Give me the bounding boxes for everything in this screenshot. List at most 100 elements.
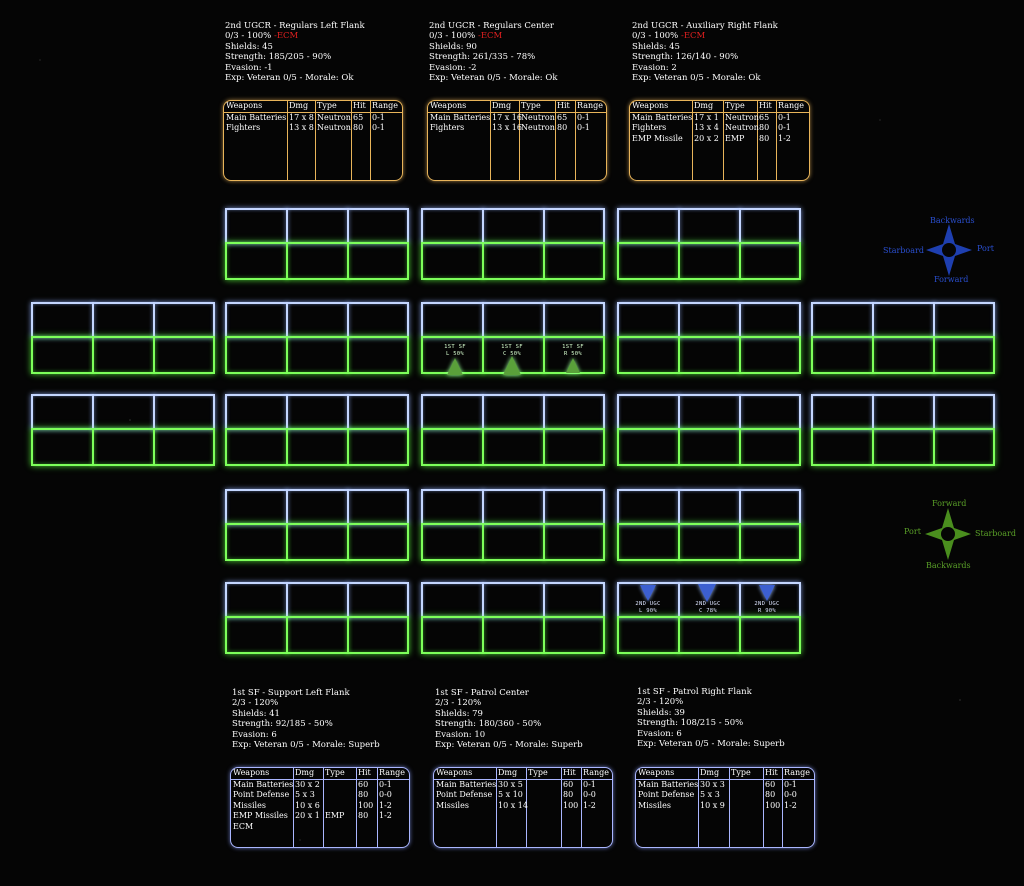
battle-zone[interactable] [31, 394, 215, 466]
battle-zone[interactable] [811, 302, 995, 374]
battle-zone[interactable] [421, 394, 605, 466]
unit-2nd-ugc-right[interactable]: 2ND UGC R 90% [739, 601, 795, 615]
zone-hull-row[interactable] [31, 336, 215, 374]
battle-zone[interactable] [421, 582, 605, 654]
battle-zone[interactable] [225, 208, 409, 280]
fleet-supply: 2/3 - 120% [232, 698, 279, 709]
zone-hull-row[interactable] [225, 336, 409, 374]
table-cell: 10 x 9 [700, 800, 725, 810]
unit-1st-sf-left[interactable]: 1ST SF L 50% [427, 344, 483, 358]
battle-zone[interactable] [225, 489, 409, 561]
battle-zone[interactable] [421, 489, 605, 561]
battle-zone[interactable] [811, 394, 995, 466]
zone-cell-divider [739, 582, 741, 618]
zone-shield-row[interactable] [617, 302, 801, 338]
zone-shield-row[interactable] [617, 489, 801, 525]
unit-2nd-ugc-left[interactable]: 2ND UGC L 90% [620, 601, 676, 615]
battle-zone[interactable] [225, 394, 409, 466]
unit-1st-sf-center[interactable]: 1ST SF C 50% [484, 344, 540, 358]
table-cell: ECM [233, 821, 254, 831]
zone-hull-row[interactable] [421, 523, 605, 561]
table-cell: Neutron [317, 123, 351, 133]
compass-top-label: Backwards [930, 216, 975, 225]
zone-hull-row[interactable] [617, 523, 801, 561]
ship-triangle-icon[interactable] [759, 585, 775, 601]
zone-hull-row[interactable] [421, 242, 605, 280]
zone-cell-divider [286, 208, 288, 244]
zone-cell-divider [739, 302, 741, 338]
compass-bottom-label: Backwards [926, 561, 971, 570]
table-cell: 30 x 5 [498, 780, 523, 789]
zone-shield-row[interactable] [421, 489, 605, 525]
ship-triangle-icon[interactable] [698, 584, 716, 602]
zone-hull-row[interactable] [421, 616, 605, 654]
zone-hull-row[interactable] [225, 616, 409, 654]
zone-cell-divider [872, 336, 874, 374]
fleet-exp: Exp: Veteran 0/5 - Morale: Ok [225, 73, 354, 84]
zone-shield-row[interactable] [225, 582, 409, 618]
zone-hull-row[interactable] [811, 428, 995, 466]
zone-cell-divider [678, 302, 680, 338]
ship-triangle-icon[interactable] [566, 358, 580, 373]
zone-shield-row[interactable] [31, 394, 215, 430]
zone-shield-row[interactable] [225, 489, 409, 525]
zone-shield-row[interactable] [811, 302, 995, 338]
zone-shield-row[interactable] [421, 394, 605, 430]
zone-cell-divider [482, 489, 484, 525]
zone-shield-row[interactable] [421, 302, 605, 338]
zone-hull-row[interactable] [225, 428, 409, 466]
zone-cell-divider [153, 336, 155, 374]
zone-hull-row[interactable] [225, 242, 409, 280]
column-header: Range [784, 768, 810, 777]
battle-zone[interactable] [31, 302, 215, 374]
battle-zone[interactable] [617, 302, 801, 374]
zone-shield-row[interactable] [811, 394, 995, 430]
battle-zone[interactable] [225, 582, 409, 654]
zone-cell-divider [286, 616, 288, 654]
zone-hull-row[interactable] [617, 336, 801, 374]
zone-hull-row[interactable] [617, 616, 801, 654]
zone-cell-divider [678, 394, 680, 430]
column-divider [287, 101, 288, 180]
battle-zone[interactable] [617, 208, 801, 280]
zone-shield-row[interactable] [225, 208, 409, 244]
zone-hull-row[interactable] [31, 428, 215, 466]
fleet-evasion: Evasion: 10 [435, 729, 486, 740]
friendly-fleet-info-left: 1st SF - Support Left Flank 2/3 - 120% S… [232, 688, 380, 750]
zone-hull-row[interactable] [421, 428, 605, 466]
zone-cell-divider [739, 208, 741, 244]
zone-shield-row[interactable] [617, 394, 801, 430]
zone-hull-row[interactable] [617, 428, 801, 466]
column-divider [698, 768, 699, 847]
fleet-supply: 0/3 - 100% -ECM [429, 31, 503, 42]
zone-shield-row[interactable] [421, 208, 605, 244]
table-cell: 80 [759, 133, 770, 143]
zone-shield-row[interactable] [617, 208, 801, 244]
unit-1st-sf-right[interactable]: 1ST SF R 50% [545, 344, 601, 358]
battle-zone[interactable] [421, 208, 605, 280]
zone-hull-row[interactable] [225, 523, 409, 561]
battle-zone[interactable] [617, 489, 801, 561]
unit-2nd-ugc-center[interactable]: 2ND UGC C 78% [680, 601, 736, 615]
fleet-exp: Exp: Veteran 0/5 - Morale: Superb [637, 739, 785, 750]
table-cell: 0-1 [379, 780, 392, 789]
compass-bottom-label: Forward [934, 275, 969, 284]
table-cell: Point Defense [436, 790, 493, 800]
zone-hull-row[interactable] [811, 336, 995, 374]
zone-shield-row[interactable] [421, 582, 605, 618]
ship-triangle-icon[interactable] [447, 358, 463, 375]
battle-zone[interactable] [225, 302, 409, 374]
zone-cell-divider [543, 394, 545, 430]
zone-shield-row[interactable] [225, 394, 409, 430]
table-cell: Neutron [725, 113, 759, 122]
table-cell: Neutron [317, 113, 351, 122]
table-cell: 0-0 [379, 790, 392, 800]
zone-shield-row[interactable] [225, 302, 409, 338]
battle-zone[interactable] [617, 582, 801, 654]
ship-triangle-icon[interactable] [503, 356, 521, 375]
battle-zone[interactable] [617, 394, 801, 466]
zone-shield-row[interactable] [31, 302, 215, 338]
ship-triangle-icon[interactable] [640, 585, 656, 601]
column-divider [351, 101, 352, 180]
zone-hull-row[interactable] [617, 242, 801, 280]
